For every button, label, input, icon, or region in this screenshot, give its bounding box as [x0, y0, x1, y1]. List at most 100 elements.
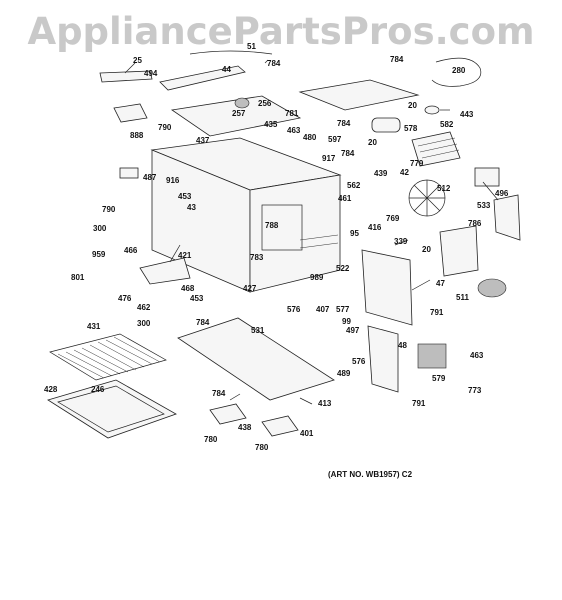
callout-label: 300	[137, 319, 151, 328]
callout-label: 784	[390, 55, 404, 64]
callout-label: 453	[190, 294, 204, 303]
callout-label: 476	[118, 294, 132, 303]
callout-label: 431	[87, 322, 101, 331]
callout-label: 280	[452, 66, 466, 75]
callout-label: 462	[137, 303, 151, 312]
callout-label: 959	[92, 250, 106, 259]
callout-label: 769	[386, 214, 400, 223]
callout-label: 44	[222, 65, 231, 74]
callout-label: 461	[338, 194, 352, 203]
part-bracket-786	[439, 225, 479, 277]
callout-label: 496	[495, 189, 509, 198]
callout-label: 780	[255, 443, 269, 452]
callout-label: 577	[336, 305, 350, 314]
callout-label: 401	[300, 429, 314, 438]
part-256	[234, 97, 250, 109]
callout-label: 453	[178, 192, 192, 201]
callout-label: 916	[166, 176, 180, 185]
part-cord-280	[431, 57, 482, 87]
callout-label: 522	[336, 264, 350, 273]
callout-label: 801	[71, 273, 85, 282]
part-transformer-579	[417, 343, 447, 369]
callout-label: 339	[394, 237, 408, 246]
part-bottom-plate-531	[177, 317, 335, 401]
callout-label: 489	[337, 369, 351, 378]
part-trim-51	[189, 50, 273, 55]
callout-label: 533	[477, 201, 491, 210]
callout-label: 578	[404, 124, 418, 133]
callout-label: 99	[342, 317, 351, 326]
part-top-channel-44	[159, 65, 246, 91]
callout-label: 300	[93, 224, 107, 233]
callout-label: 421	[178, 251, 192, 260]
part-421	[139, 257, 191, 285]
part-cavity	[150, 137, 342, 293]
part-control-bracket-437	[170, 95, 302, 137]
callout-label: 582	[440, 120, 454, 129]
part-plate-438	[209, 403, 247, 425]
callout-label: 25	[133, 56, 142, 65]
callout-label: 494	[144, 69, 158, 78]
callout-label: 562	[347, 181, 361, 190]
callout-label: 487	[143, 173, 157, 182]
part-443	[424, 105, 440, 115]
callout-label: 437	[196, 136, 210, 145]
callout-label: 435	[264, 120, 278, 129]
callout-label: 43	[187, 203, 196, 212]
callout-label: 597	[328, 135, 342, 144]
callout-label: 888	[130, 131, 144, 140]
callout-label: 42	[400, 168, 409, 177]
part-fan-512	[408, 179, 446, 217]
callout-label: 463	[287, 126, 301, 135]
callout-label: 784	[337, 119, 351, 128]
part-motor-511	[477, 278, 507, 298]
callout-label: 47	[436, 279, 445, 288]
part-bracket-494	[99, 70, 153, 83]
callout-label: 256	[258, 99, 272, 108]
part-plate-487	[119, 167, 139, 179]
callout-label: 20	[422, 245, 431, 254]
callout-label: 512	[437, 184, 451, 193]
callout-label: 790	[158, 123, 172, 132]
part-48	[367, 325, 399, 393]
callout-label: 413	[318, 399, 332, 408]
callout-label: 438	[238, 423, 252, 432]
watermark: AppliancePartsPros.com	[27, 10, 535, 53]
callout-label: 784	[341, 149, 355, 158]
callout-label: 531	[251, 326, 265, 335]
callout-label: 783	[250, 253, 264, 262]
leader-lines	[124, 59, 499, 405]
callout-label: 784	[267, 59, 281, 68]
callout-label: 780	[204, 435, 218, 444]
callout-label: 48	[398, 341, 407, 350]
callout-label: 443	[460, 110, 474, 119]
part-582	[411, 131, 461, 167]
part-plate-401	[261, 415, 299, 437]
part-plate-888	[113, 103, 148, 123]
callout-label: 416	[368, 223, 382, 232]
callout-label: 463	[470, 351, 484, 360]
callout-label: 773	[468, 386, 482, 395]
callout-label: 497	[346, 326, 360, 335]
callout-label: 781	[285, 109, 299, 118]
callout-label: 779	[410, 159, 424, 168]
callout-label: 246	[91, 385, 105, 394]
part-capacitor-578	[371, 117, 401, 133]
part-rack-431	[49, 333, 167, 381]
callout-label: 786	[468, 219, 482, 228]
callout-label: 791	[412, 399, 426, 408]
callout-label: 576	[287, 305, 301, 314]
callout-label: 95	[350, 229, 359, 238]
callout-label: 989	[310, 273, 324, 282]
callout-label: 784	[212, 389, 226, 398]
callout-labels: 51 44 784 25 494 784 280 20 443 256 257 …	[44, 42, 509, 452]
callout-label: 427	[243, 284, 257, 293]
callout-label: 480	[303, 133, 317, 142]
callout-label: 51	[247, 42, 256, 51]
callout-label: 784	[196, 318, 210, 327]
art-number: (ART NO. WB1957) C2	[328, 470, 413, 479]
callout-label: 788	[265, 221, 279, 230]
callout-label: 257	[232, 109, 246, 118]
callout-label: 428	[44, 385, 58, 394]
